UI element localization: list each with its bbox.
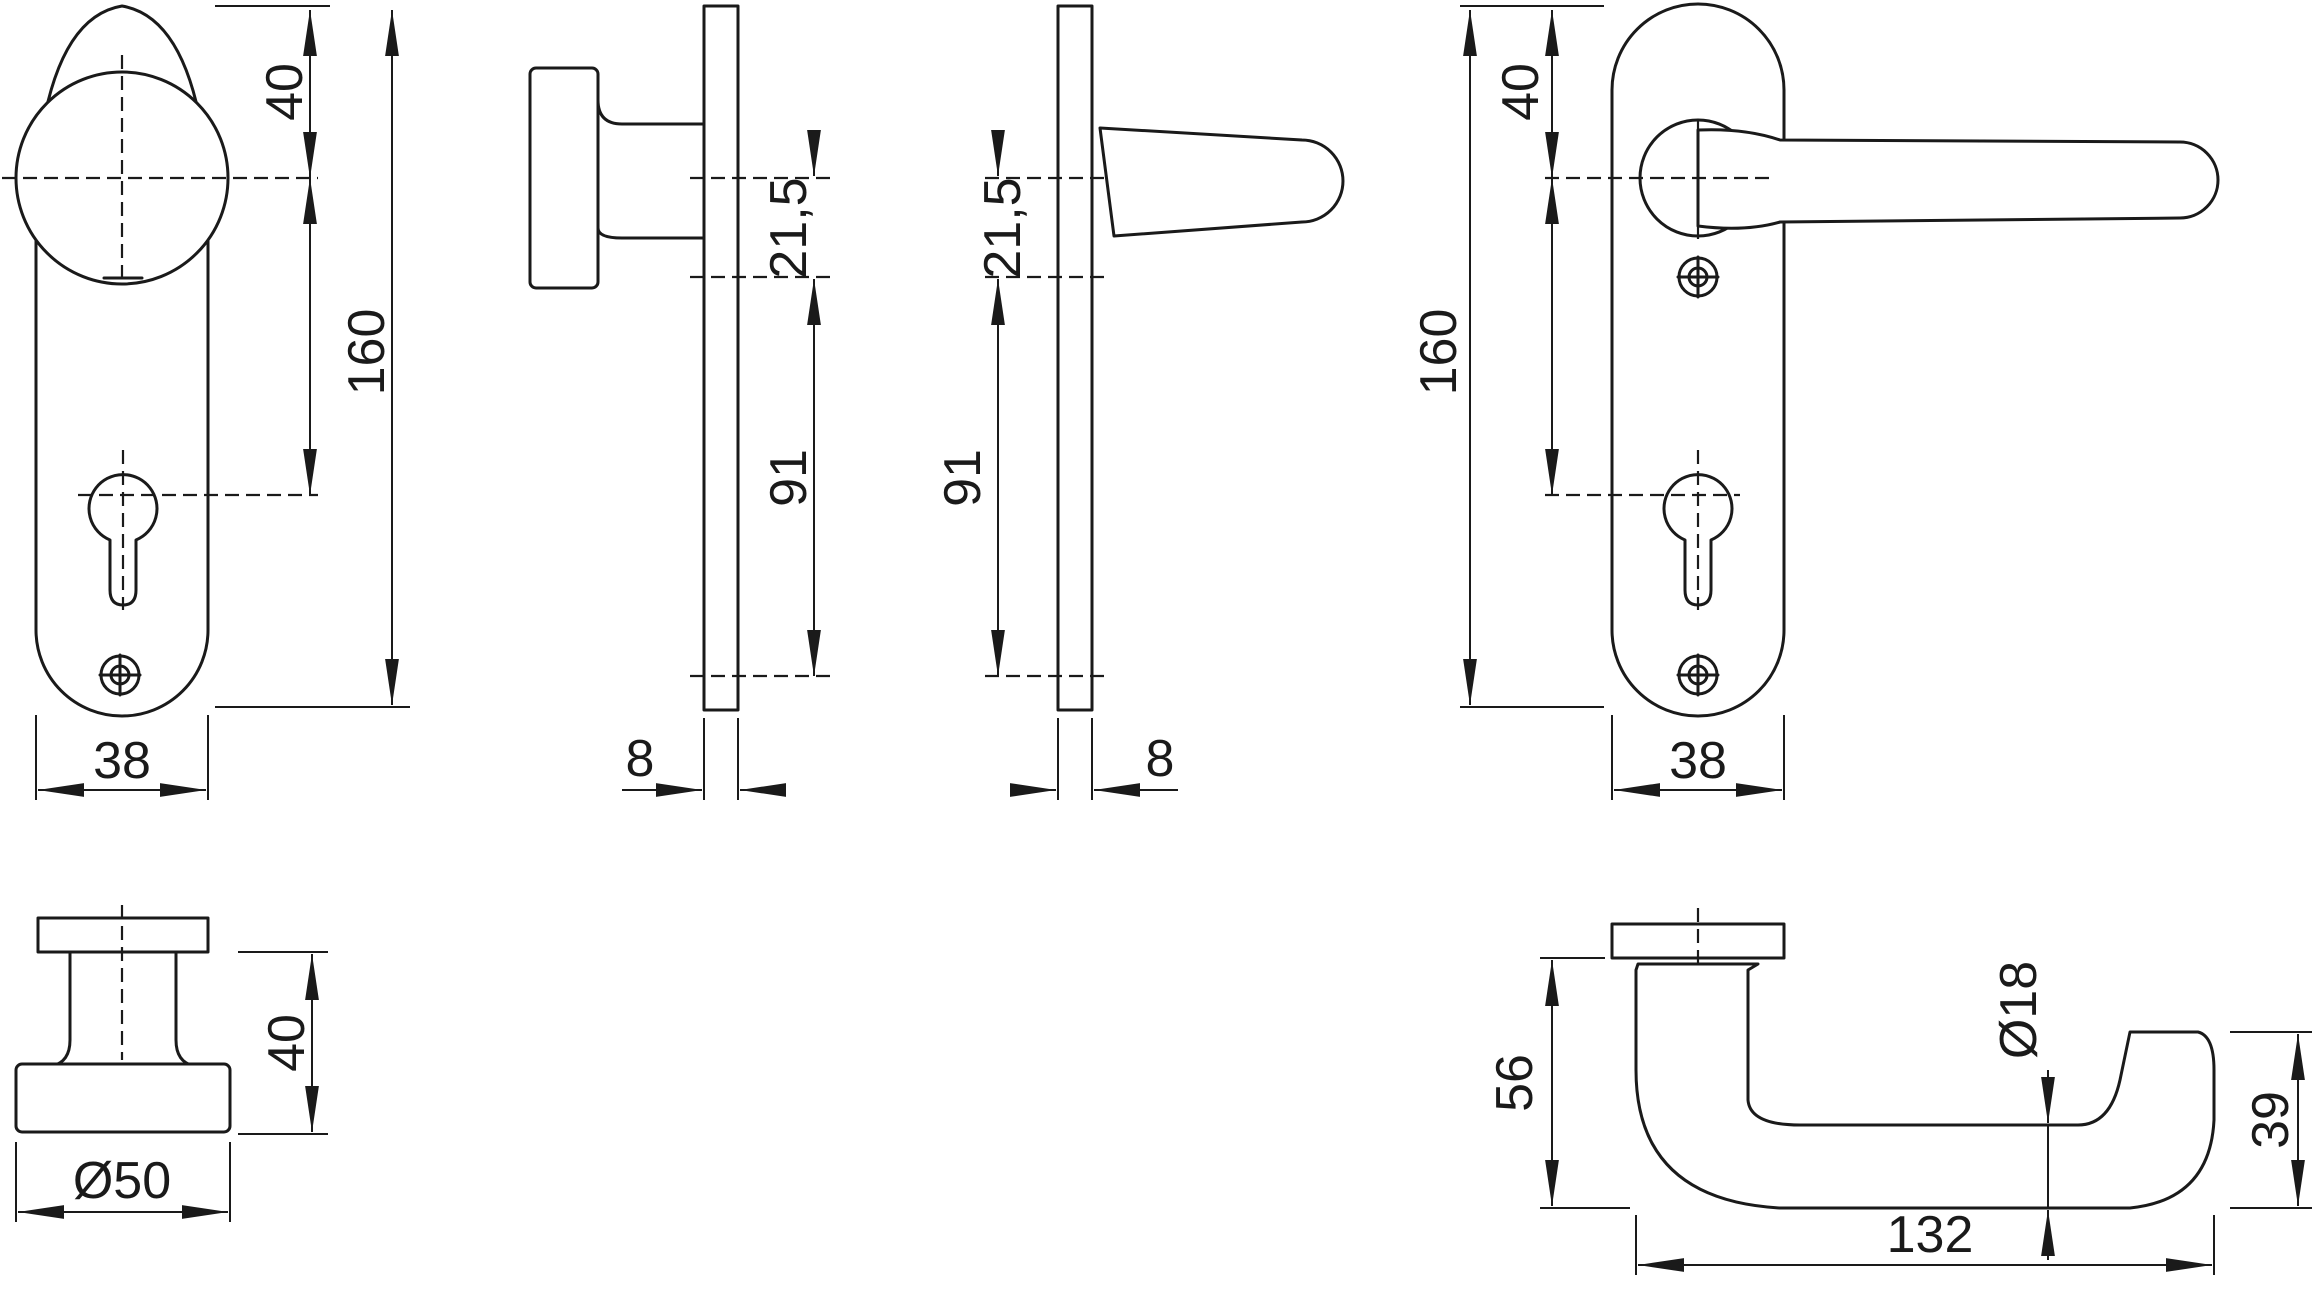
dim-knob-front-top: 40: [256, 63, 314, 121]
screw-icon: [1676, 653, 1720, 697]
dim-lever-front-width: 38: [1669, 732, 1727, 790]
knob-head-profile: [14, 1062, 232, 1134]
dim-lever-side-axis-offset: 21,5: [974, 177, 1032, 278]
lever-handle-profile: [1634, 962, 2216, 1210]
knob-top-view: 40 Ø50: [14, 905, 328, 1222]
knob-backplate: [34, 4, 210, 718]
dim-lever-side-thickness: 8: [1146, 730, 1175, 788]
dim-lever-front-top: 40: [1492, 63, 1550, 121]
dim-knob-side-distance: 91: [760, 449, 818, 507]
dim-knob-front-spacing: 160: [338, 309, 396, 396]
knob-front-view: 40 160 38: [2, 4, 410, 800]
lever-profile: [1098, 126, 1345, 238]
knob-head: [528, 66, 600, 290]
dim-lever-front-spacing: 160: [1410, 309, 1468, 396]
dim-knob-front-width: 38: [93, 732, 151, 790]
lever-top-view: 56 Ø18 39 132: [1486, 908, 2312, 1275]
dim-lever-side-distance: 91: [934, 449, 992, 507]
dim-knob-side-thickness: 8: [626, 730, 655, 788]
plate-profile: [702, 4, 740, 712]
dim-knob-top-projection: 40: [258, 1014, 316, 1072]
lever-side-view: 21,5 91 8: [934, 4, 1345, 800]
knob-neck: [596, 98, 706, 240]
dim-lever-top-length: 132: [1887, 1206, 1974, 1264]
screw-icon: [1676, 255, 1720, 299]
lever-backplate: [1610, 2, 1786, 718]
plate-profile: [1056, 4, 1094, 712]
screw-icon: [98, 653, 142, 697]
dim-knob-top-diameter: Ø50: [73, 1152, 171, 1210]
dim-lever-top-projection: 56: [1486, 1054, 1544, 1112]
dim-knob-side-axis-offset: 21,5: [760, 177, 818, 278]
dim-lever-top-diameter: Ø18: [1990, 961, 2048, 1059]
dim-lever-top-offset: 39: [2242, 1091, 2300, 1149]
knob-side-view: 21,5 91 8: [528, 4, 830, 800]
lever-handle: [1696, 128, 2220, 230]
lever-front-view: 40 160 38: [1410, 2, 2220, 800]
